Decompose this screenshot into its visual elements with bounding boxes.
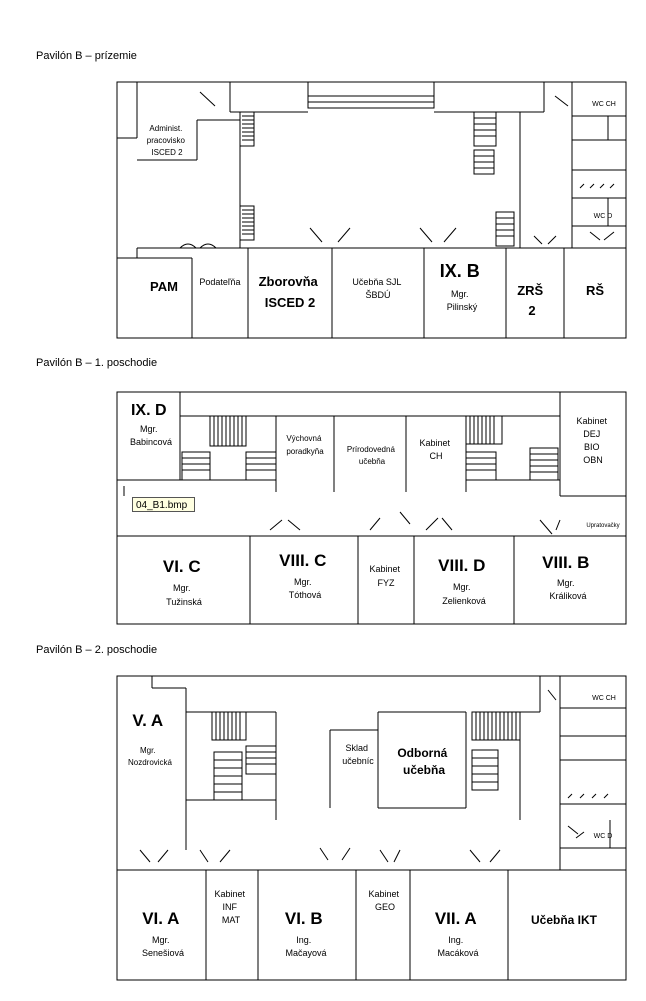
room-viii-d: VIII. D Mgr. Zelienková <box>438 556 490 606</box>
room-viii-c: VIII. C Mgr. Tóthová <box>279 551 331 600</box>
room-vi-a: VI. A Mgr. Senešiová <box>142 909 184 958</box>
room-kabinet-geo: Kabinet GEO <box>368 889 401 912</box>
second-floor-plan <box>116 675 627 981</box>
stair-right-first <box>465 415 559 481</box>
room-viii-b: VIII. B Mgr. Králiková <box>542 553 594 601</box>
room-wc-d-2: WC D <box>594 833 613 840</box>
room-odborna: Odborná učebňa <box>397 746 450 777</box>
room-administ: Administ. pracovisko ISCED 2 <box>147 124 187 157</box>
room-vii-a: VII. A Ing. Macáková <box>435 909 481 958</box>
image-filename-tooltip: 04_B1.bmp <box>132 497 195 512</box>
room-vychovna: Výchovná poradkyňa <box>286 434 324 456</box>
room-kabinet-ch: Kabinet CH <box>419 438 452 461</box>
room-podatelna: Podateľňa <box>199 277 240 287</box>
room-ucebna-sjl: Učebňa SJL ŠBDÚ <box>352 277 403 300</box>
stair-right-ground <box>473 111 515 247</box>
room-rs: RŠ <box>586 283 604 298</box>
room-wc-ch-2: WC CH <box>592 695 616 702</box>
stair-left-first <box>181 415 277 481</box>
first-floor-plan <box>116 391 627 625</box>
room-vi-b: VI. B Ing. Mačayová <box>285 909 327 958</box>
room-upratovacky: Upratovačky <box>586 523 619 529</box>
room-zrs2: ZRŠ 2 <box>517 283 547 318</box>
room-ucebna-ikt: Učebňa IKT <box>531 913 598 927</box>
floor-title-second: Pavilón B – 2. poschodie <box>36 644 158 656</box>
room-kabinet-inf: Kabinet INF MAT <box>214 889 247 925</box>
room-kabinet-dej: Kabinet DEJ BIO OBN <box>576 416 609 465</box>
floor-title-ground: Pavilón B – prízemie <box>36 50 137 62</box>
room-sklad: Sklad učebníc <box>342 743 374 766</box>
room-pam: PAM <box>150 279 178 294</box>
room-v-a: V. A Mgr. Nozdrovická <box>128 711 173 767</box>
ground-floor-plan <box>116 81 627 339</box>
stair-right-second <box>471 711 521 791</box>
room-ix-b: IX. B Mgr. Pilinský <box>440 261 484 312</box>
room-vi-c: VI. C Mgr. Tužinská <box>163 557 205 607</box>
room-wc-d: WC D <box>594 213 613 220</box>
room-wc-ch: WC CH <box>592 101 616 108</box>
room-zborovna: Zborovňa ISCED 2 <box>259 274 322 310</box>
stair-left-second <box>211 711 277 801</box>
stair-left-ground <box>239 111 255 241</box>
floor-title-first: Pavilón B – 1. poschodie <box>36 357 158 369</box>
room-prirodovedna: Prírodovedná učebňa <box>347 445 397 466</box>
room-kabinet-fyz: Kabinet FYZ <box>369 564 402 588</box>
room-ix-d: IX. D Mgr. Babincová <box>130 402 172 447</box>
